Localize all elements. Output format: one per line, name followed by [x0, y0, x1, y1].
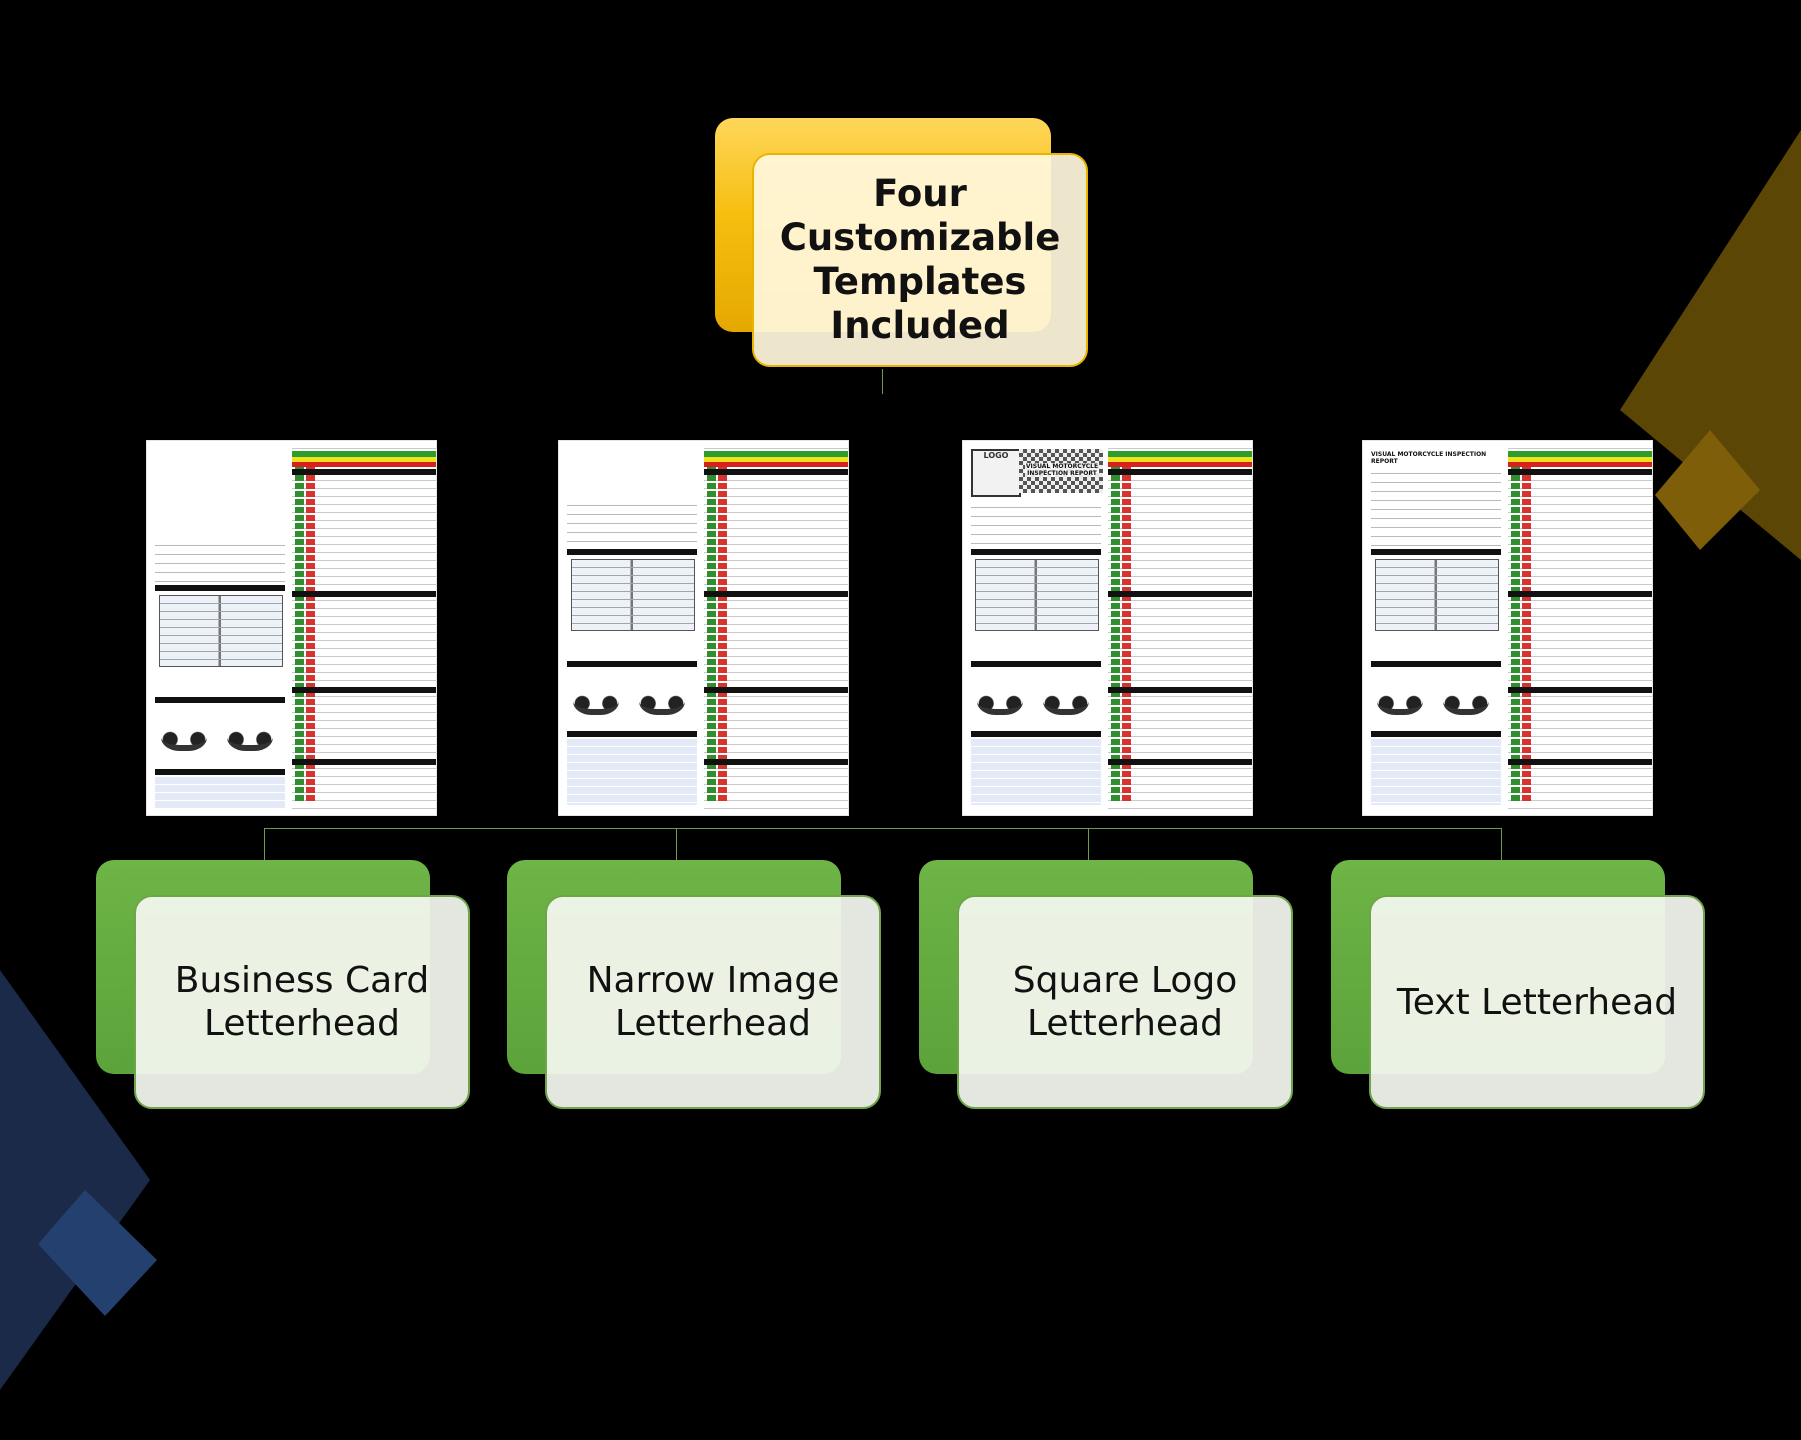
branch-connector-4 [1501, 828, 1502, 862]
template-node-label: Square Logo Letterhead [1012, 960, 1238, 1044]
thumbnail-estimate-table [1371, 739, 1501, 805]
status-band-yellow [292, 457, 436, 462]
checklist-section-header [704, 469, 848, 475]
logo-placeholder-label: LOGO [983, 451, 1009, 460]
thumbnail-section-header [971, 549, 1101, 555]
checklist-section-header [1508, 469, 1652, 475]
template-thumbnail-text: VISUAL MOTORCYCLE INSPECTION REPORT [1362, 440, 1653, 816]
checklist-section-header [1508, 687, 1652, 693]
root-node-label: Four Customizable Templates Included [779, 172, 1061, 347]
branch-connector-3 [1088, 828, 1089, 862]
thumbnail-section-header [1371, 661, 1501, 667]
thumbnail-section-header [567, 731, 697, 737]
template-node-square-logo: Square Logo Letterhead [957, 895, 1293, 1109]
thumbnail-form-fields [567, 497, 697, 553]
checklist-section-header [292, 759, 436, 765]
thumbnail-brake-tire-grid [975, 559, 1099, 631]
thumbnail-left-panel [559, 441, 704, 815]
checklist-section-header [1508, 759, 1652, 765]
status-band-green [1508, 451, 1652, 457]
thumbnail-estimate-table [567, 739, 697, 805]
thumbnail-checklist [704, 441, 848, 815]
thumbnail-form-fields [1371, 465, 1501, 553]
thumbnail-section-header [155, 697, 285, 703]
thumbnail-brake-tire-grid [159, 595, 283, 667]
root-connector-line [882, 369, 883, 394]
checklist-section-header [1108, 759, 1252, 765]
status-band-green [1108, 451, 1252, 457]
template-thumbnail-business-card [146, 440, 437, 816]
thumbnail-section-header [971, 731, 1101, 737]
thumbnail-brake-tire-grid [1375, 559, 1499, 631]
checklist-section-header [292, 687, 436, 693]
template-thumbnail-narrow-image [558, 440, 849, 816]
thumbnail-section-header [1371, 731, 1501, 737]
motorcycle-left-side-icon [1377, 681, 1423, 715]
decorative-navy-diamond-left [0, 970, 157, 1390]
checklist-section-header [704, 687, 848, 693]
checklist-section-header [292, 469, 436, 475]
thumbnail-brake-tire-grid [571, 559, 695, 631]
thumbnail-estimate-table [971, 739, 1101, 805]
checklist-section-header [1508, 591, 1652, 597]
motorcycle-left-side-icon [573, 681, 619, 715]
status-band-red [1108, 462, 1252, 467]
checklist-section-header [704, 591, 848, 597]
template-node-business-card: Business Card Letterhead [134, 895, 470, 1109]
thumbnail-checklist [1108, 441, 1252, 815]
motorcycle-left-side-icon [161, 717, 207, 751]
status-band-yellow [1108, 457, 1252, 462]
status-band-green [704, 451, 848, 457]
thumbnail-section-header [567, 661, 697, 667]
template-node-label: Business Card Letterhead [174, 960, 430, 1044]
template-node-text: Text Letterhead [1369, 895, 1705, 1109]
checklist-section-header [1108, 591, 1252, 597]
banner-title: VISUAL MOTORCYCLE INSPECTION REPORT [1025, 463, 1099, 477]
thumbnail-section-header [155, 585, 285, 591]
template-node-label: Narrow Image Letterhead [586, 960, 840, 1044]
motorcycle-left-side-icon [977, 681, 1023, 715]
motorcycle-right-side-icon [1043, 681, 1089, 715]
checklist-section-header [1108, 687, 1252, 693]
motorcycle-right-side-icon [1443, 681, 1489, 715]
logo-placeholder-icon: LOGO [971, 449, 1021, 497]
thumbnail-form-fields [155, 537, 285, 591]
thumbnail-section-header [155, 769, 285, 775]
motorcycle-right-side-icon [227, 717, 273, 751]
thumbnail-section-header [1371, 549, 1501, 555]
thumbnail-checklist [292, 441, 436, 815]
horizontal-connector-line [264, 828, 1502, 829]
thumbnail-left-panel [147, 441, 292, 815]
status-band-red [1508, 462, 1652, 467]
checklist-section-header [1108, 469, 1252, 475]
thumbnail-estimate-table [155, 777, 285, 809]
thumbnail-left-panel: VISUAL MOTORCYCLE INSPECTION REPORT [1363, 441, 1508, 815]
status-band-red [292, 462, 436, 467]
branch-connector-1 [264, 828, 265, 862]
status-band-red [704, 462, 848, 467]
text-letterhead-title: VISUAL MOTORCYCLE INSPECTION REPORT [1371, 451, 1487, 465]
status-band-green [292, 451, 436, 457]
thumbnail-section-header [971, 661, 1101, 667]
checklist-section-header [292, 591, 436, 597]
template-node-label: Text Letterhead [1396, 981, 1678, 1023]
thumbnail-section-header [567, 549, 697, 555]
template-thumbnail-square-logo: LOGO VISUAL MOTORCYCLE INSPECTION REPORT [962, 440, 1253, 816]
thumbnail-checklist [1508, 441, 1652, 815]
checklist-section-header [704, 759, 848, 765]
thumbnail-left-panel: LOGO VISUAL MOTORCYCLE INSPECTION REPORT [963, 441, 1108, 815]
root-node: Four Customizable Templates Included [752, 153, 1088, 367]
decorative-gold-diamond-right [1620, 130, 1801, 560]
status-band-yellow [704, 457, 848, 462]
motorcycle-right-side-icon [639, 681, 685, 715]
template-node-narrow-image: Narrow Image Letterhead [545, 895, 881, 1109]
branch-connector-2 [676, 828, 677, 862]
status-band-yellow [1508, 457, 1652, 462]
thumbnail-form-fields [971, 499, 1101, 553]
